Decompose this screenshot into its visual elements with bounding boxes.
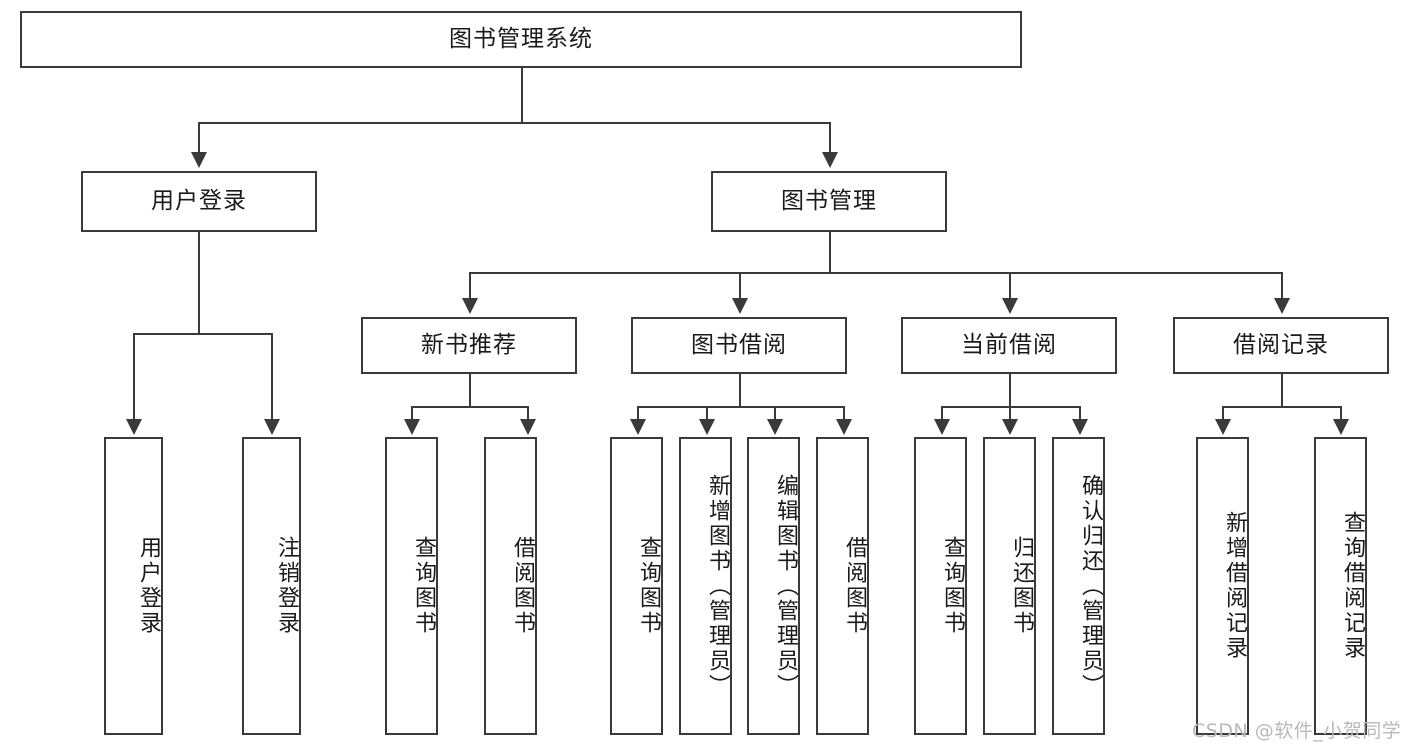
edge-book-mgmt-to-l3-1 <box>739 272 741 300</box>
edge-root-bar <box>198 122 831 124</box>
edge-book-borrow-stem <box>739 374 741 406</box>
arrow-new-book-to-leaf-0 <box>404 419 420 435</box>
node-leaf-borrow-book-2[interactable]: 借阅图书 <box>816 437 869 735</box>
csdn-watermark: CSDN @软件_小贺同学 <box>1192 720 1402 742</box>
node-root-system[interactable]: 图书管理系统 <box>20 11 1022 68</box>
node-label: 用户登录 <box>136 536 161 636</box>
edge-records-stem <box>1281 374 1283 406</box>
edge-records-bar <box>1222 406 1340 408</box>
arrow-user-login-to-leaf-0 <box>126 419 142 435</box>
edge-user-login-to-leaf-1 <box>271 333 273 421</box>
arrow-book-borrow-to-leaf-0 <box>630 419 646 435</box>
node-book-borrow[interactable]: 图书借阅 <box>631 317 847 374</box>
edge-book-borrow-to-leaf-3 <box>843 406 845 421</box>
arrow-records-to-leaf-1 <box>1333 419 1349 435</box>
arrow-book-borrow-to-leaf-1 <box>699 419 715 435</box>
node-label: 用户登录 <box>151 187 247 214</box>
edge-book-mgmt-bar <box>469 272 1281 274</box>
arrow-current-borrow-to-leaf-1 <box>1002 419 1018 435</box>
node-label: 图书借阅 <box>691 331 787 358</box>
edge-new-book-to-leaf-0 <box>411 406 413 421</box>
node-label: 当前借阅 <box>961 331 1057 358</box>
node-leaf-user-login[interactable]: 用户登录 <box>104 437 163 735</box>
node-current-borrow[interactable]: 当前借阅 <box>901 317 1117 374</box>
edge-book-borrow-to-leaf-2 <box>774 406 776 421</box>
node-label: 编辑图书（管理员） <box>773 473 798 699</box>
edge-current-borrow-stem <box>1009 374 1011 406</box>
node-book-management[interactable]: 图书管理 <box>711 171 947 232</box>
arrow-current-borrow-to-leaf-2 <box>1072 419 1088 435</box>
arrow-new-book-to-leaf-1 <box>520 419 536 435</box>
edge-user-login-bar <box>133 333 271 335</box>
edge-book-borrow-to-leaf-1 <box>706 406 708 421</box>
arrow-current-borrow-to-leaf-0 <box>934 419 950 435</box>
node-label: 新增借阅记录 <box>1222 511 1247 661</box>
edge-new-book-bar <box>411 406 527 408</box>
arrow-records-to-leaf-0 <box>1215 419 1231 435</box>
node-label: 确认归还（管理员） <box>1078 473 1103 699</box>
node-leaf-query-book-3[interactable]: 查询图书 <box>914 437 967 735</box>
edge-book-mgmt-to-l3-0 <box>469 272 471 300</box>
node-leaf-add-borrow-record[interactable]: 新增借阅记录 <box>1196 437 1249 735</box>
edge-book-mgmt-to-l3-2 <box>1009 272 1011 300</box>
arrow-book-mgmt-to-l3-0 <box>462 298 478 314</box>
node-label: 查询图书 <box>636 536 661 636</box>
edge-book-borrow-bar <box>637 406 843 408</box>
edge-root-to-book-mgmt <box>829 122 831 154</box>
edge-root-to-user-login <box>198 122 200 154</box>
edge-records-to-leaf-0 <box>1222 406 1224 421</box>
node-borrow-records[interactable]: 借阅记录 <box>1173 317 1389 374</box>
edge-current-borrow-to-leaf-2 <box>1079 406 1081 421</box>
node-user-login[interactable]: 用户登录 <box>81 171 317 232</box>
node-label: 查询图书 <box>411 536 436 636</box>
node-label: 借阅图书 <box>842 536 867 636</box>
edge-records-to-leaf-1 <box>1340 406 1342 421</box>
edge-current-borrow-to-leaf-1 <box>1009 406 1011 421</box>
edge-current-borrow-to-leaf-0 <box>941 406 943 421</box>
node-label: 查询图书 <box>940 536 965 636</box>
edge-book-borrow-to-leaf-0 <box>637 406 639 421</box>
node-label: 查询借阅记录 <box>1340 511 1365 661</box>
node-leaf-return-book[interactable]: 归还图书 <box>983 437 1036 735</box>
edge-new-book-to-leaf-1 <box>527 406 529 421</box>
node-label: 图书管理 <box>781 187 877 214</box>
arrow-root-to-book-mgmt <box>822 152 838 168</box>
node-new-book-recommend[interactable]: 新书推荐 <box>361 317 577 374</box>
node-leaf-borrow-book-1[interactable]: 借阅图书 <box>484 437 537 735</box>
node-label: 新书推荐 <box>421 331 517 358</box>
arrow-root-to-user-login <box>191 152 207 168</box>
arrow-book-mgmt-to-l3-3 <box>1274 298 1290 314</box>
node-label: 图书管理系统 <box>449 25 593 52</box>
node-leaf-add-book-admin[interactable]: 新增图书（管理员） <box>679 437 732 735</box>
arrow-book-borrow-to-leaf-2 <box>767 419 783 435</box>
node-leaf-confirm-return-admin[interactable]: 确认归还（管理员） <box>1052 437 1105 735</box>
edge-user-login-stem <box>198 232 200 333</box>
node-label: 借阅记录 <box>1233 331 1329 358</box>
node-leaf-query-book-1[interactable]: 查询图书 <box>385 437 438 735</box>
node-leaf-edit-book-admin[interactable]: 编辑图书（管理员） <box>747 437 800 735</box>
node-label: 借阅图书 <box>510 536 535 636</box>
edge-book-mgmt-to-l3-3 <box>1281 272 1283 300</box>
edge-new-book-stem <box>469 374 471 406</box>
node-leaf-query-book-2[interactable]: 查询图书 <box>610 437 663 735</box>
arrow-book-borrow-to-leaf-3 <box>836 419 852 435</box>
node-label: 新增图书（管理员） <box>705 473 730 699</box>
arrow-user-login-to-leaf-1 <box>264 419 280 435</box>
arrow-book-mgmt-to-l3-1 <box>732 298 748 314</box>
node-label: 归还图书 <box>1009 536 1034 636</box>
edge-user-login-to-leaf-0 <box>133 333 135 421</box>
arrow-book-mgmt-to-l3-2 <box>1002 298 1018 314</box>
node-leaf-logout[interactable]: 注销登录 <box>242 437 301 735</box>
node-leaf-query-borrow-record[interactable]: 查询借阅记录 <box>1314 437 1367 735</box>
edge-root-stem <box>521 68 523 122</box>
node-label: 注销登录 <box>274 536 299 636</box>
edge-book-mgmt-stem <box>829 232 831 272</box>
